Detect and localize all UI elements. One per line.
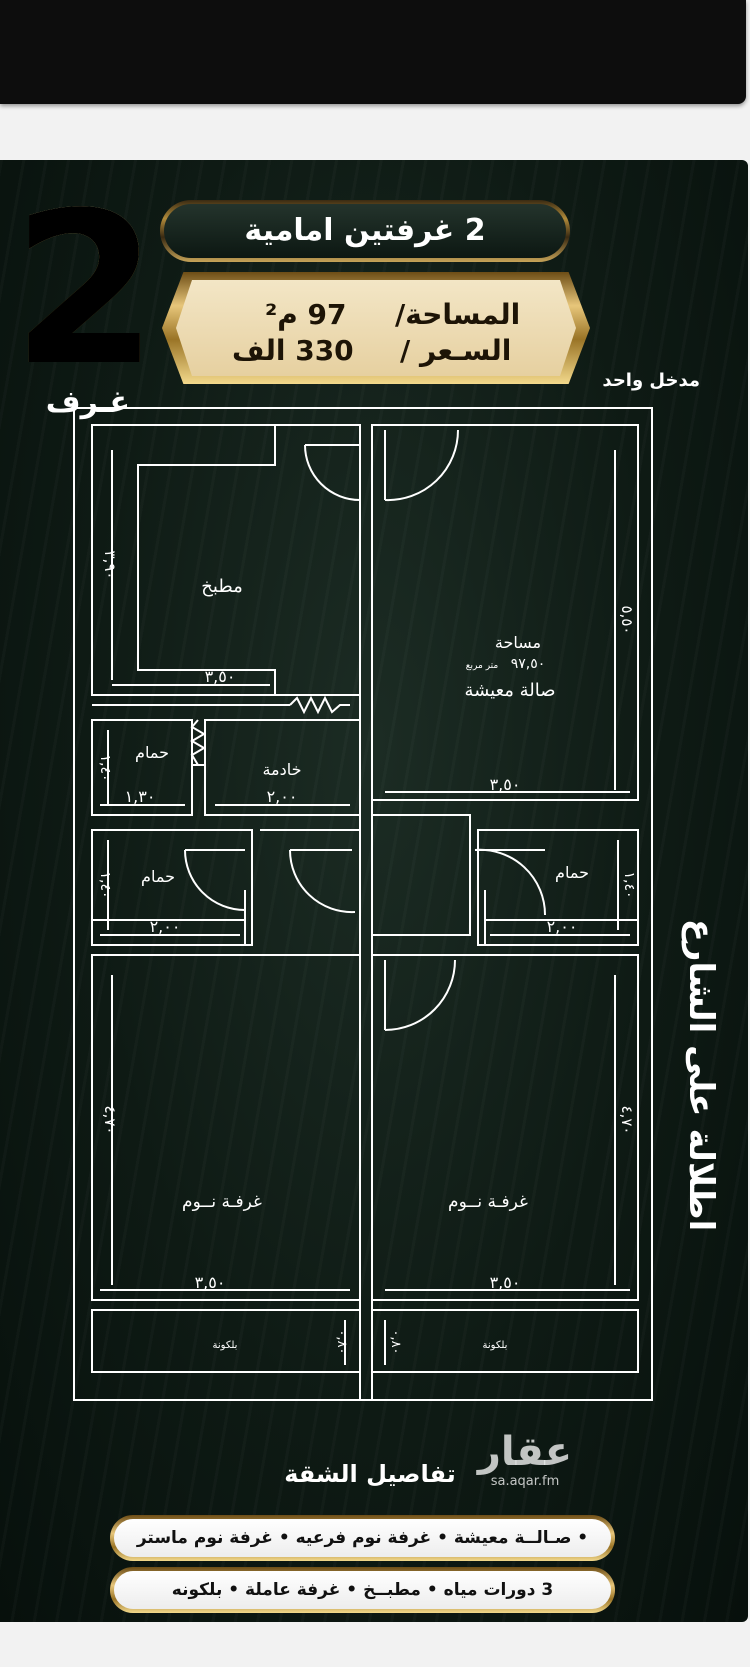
door-arc	[288, 849, 356, 914]
bathroom-1-label: حمام	[135, 743, 169, 762]
watermark-brand: عقار	[477, 1429, 573, 1475]
price-area-box	[162, 272, 590, 384]
floor-plan-drawing: مطبخ مساحة ٩٧,٥٠ متر مربع صالة معيشة حما…	[73, 407, 721, 1401]
living-room-label: صالة معيشة	[464, 680, 555, 701]
window-mark	[289, 695, 350, 715]
features-line-1: • صـالــة معيشة • غرفة نوم فرعيه • غرفة …	[110, 1515, 615, 1561]
door-arc	[384, 959, 456, 1031]
bathroom-2-label: حمام	[141, 867, 175, 886]
door-arc	[384, 429, 460, 502]
bedroom-2-label: غرفـة نــوم	[448, 1192, 528, 1212]
door-arc	[304, 444, 361, 501]
bath1-height-dim: ١,٤٠	[97, 754, 113, 781]
features-line-2-text: 3 دورات مياه • مطبــخ • غرفة عاملة • بلك…	[114, 1571, 611, 1609]
bed2-width-dim: ٣,٥٠	[490, 1273, 521, 1292]
top-dark-banner	[0, 0, 746, 104]
area-value: 97 م²	[265, 298, 347, 331]
bed1-height-dim: ٤,٧٠	[101, 1106, 119, 1135]
living-height-dim: ٥,٥٠	[618, 606, 636, 635]
living-area-value: ٩٧,٥٠	[511, 656, 546, 672]
features-line-2: 3 دورات مياه • مطبــخ • غرفة عاملة • بلك…	[110, 1567, 615, 1613]
living-area-unit: متر مربع	[466, 661, 499, 671]
balcony2-height-dim: ٠,٨٠	[388, 1329, 403, 1354]
price-label: السـعر /	[400, 334, 512, 367]
details-title: تفاصيل الشقة	[284, 1460, 456, 1488]
walls	[73, 407, 653, 1401]
window-mark	[190, 719, 206, 766]
plan-labels: مطبخ مساحة ٩٧,٥٠ متر مربع صالة معيشة حما…	[97, 551, 721, 1355]
area-label: المساحة/	[395, 298, 521, 331]
balcony-1-label: بلكونة	[213, 1340, 238, 1351]
floor-plan-poster: 2 غـرف 2 غرفتين امامية المساحة/ 97 م² ال…	[0, 160, 748, 1622]
maid-room-label: خادمة	[262, 760, 301, 779]
bed1-width-dim: ٣,٥٠	[195, 1273, 226, 1292]
features-line-1-text: • صـالــة معيشة • غرفة نوم فرعيه • غرفة …	[114, 1519, 611, 1557]
bath3-width-dim: ٢,٠٠	[547, 917, 578, 936]
kitchen-height-dim: ٣,٩٠	[101, 551, 119, 580]
bath1-width-dim: ١,٣٠	[125, 787, 156, 806]
title-banner: 2 غرفتين امامية	[160, 200, 570, 262]
bath3-height-dim: ١,٤٠	[621, 871, 637, 898]
watermark-url: sa.aqar.fm	[490, 1474, 560, 1489]
balcony-2-label: بلكونة	[483, 1340, 508, 1351]
bathroom-3-label: حمام	[555, 863, 589, 882]
living-area-label: مساحة	[495, 633, 541, 652]
balcony1-height-dim: ٠,٨٠	[334, 1329, 349, 1354]
title-text: 2 غرفتين امامية	[164, 204, 566, 258]
maid-width-dim: ٢,٠٠	[267, 787, 298, 806]
kitchen-width-dim: ٣,٥٠	[205, 667, 236, 686]
door-arc	[184, 849, 246, 911]
entrance-label: مدخل واحد	[602, 370, 700, 391]
rooms-word: غـرف	[45, 385, 130, 420]
bed2-height-dim: ٤,٧٠	[618, 1106, 636, 1135]
living-width-dim: ٣,٥٠	[490, 775, 521, 794]
bath2-height-dim: ١,٤٠	[97, 871, 113, 898]
kitchen-label: مطبخ	[201, 576, 242, 597]
price-value: 330 الف	[232, 334, 354, 367]
bath2-width-dim: ٢,٠٠	[150, 917, 181, 936]
rooms-number: 2	[12, 167, 159, 412]
price-area-inner	[176, 280, 576, 376]
aqar-watermark: عقار sa.aqar.fm	[455, 1430, 595, 1489]
street-view-label: اطلالة على الشارع	[681, 919, 721, 1232]
bedroom-1-label: غرفـة نــوم	[182, 1192, 262, 1212]
